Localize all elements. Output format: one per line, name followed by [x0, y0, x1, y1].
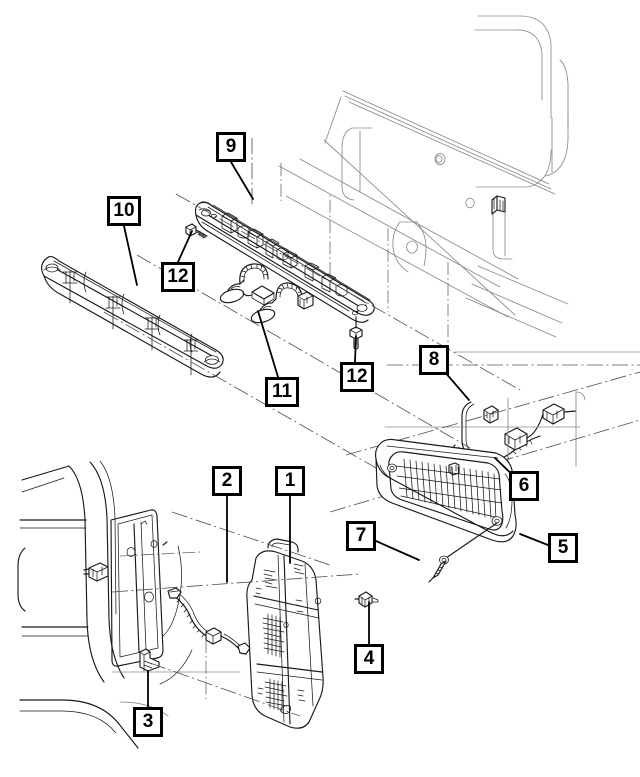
- callout-7[interactable]: 7: [346, 521, 376, 551]
- callout-3[interactable]: 3: [133, 707, 163, 737]
- callout-10[interactable]: 10: [107, 196, 141, 226]
- part-3-body-clip: [139, 648, 160, 672]
- callout-9[interactable]: 9: [216, 132, 246, 162]
- part-1-tail-lamp-assembly: [246, 538, 324, 729]
- callout-12-upper[interactable]: 12: [161, 262, 195, 292]
- vehicle-body-ghost-lower: [17, 460, 241, 749]
- callout-8[interactable]: 8: [419, 345, 449, 375]
- callout-4[interactable]: 4: [354, 644, 384, 674]
- alignment-lines-upper: [103, 138, 521, 501]
- callout-5[interactable]: 5: [548, 533, 578, 563]
- vehicle-body-ghost-upper: [278, 15, 569, 338]
- part-11-bulb-socket-harness: [219, 263, 314, 324]
- callout-12-lower[interactable]: 12: [340, 362, 374, 392]
- part-12a-mounting-screw: [185, 223, 208, 239]
- part-12b-mounting-screw: [349, 316, 363, 350]
- part-4-screw-tail-lamp: [354, 591, 379, 608]
- callout-6[interactable]: 6: [509, 471, 539, 501]
- part-2-tail-lamp-wire-pigtail: [167, 587, 251, 655]
- part-10-lamp-lens-trim-cover: [41, 255, 224, 378]
- part-7-screw-chmsl: [428, 522, 498, 583]
- callout-2[interactable]: 2: [212, 466, 242, 496]
- callout-leader-lines: [123, 161, 549, 708]
- part-5-center-high-mounted-stop-lamp: [374, 438, 517, 543]
- callout-1[interactable]: 1: [275, 466, 305, 496]
- alignment-lines-lower: [111, 511, 361, 717]
- callout-11[interactable]: 11: [265, 377, 299, 407]
